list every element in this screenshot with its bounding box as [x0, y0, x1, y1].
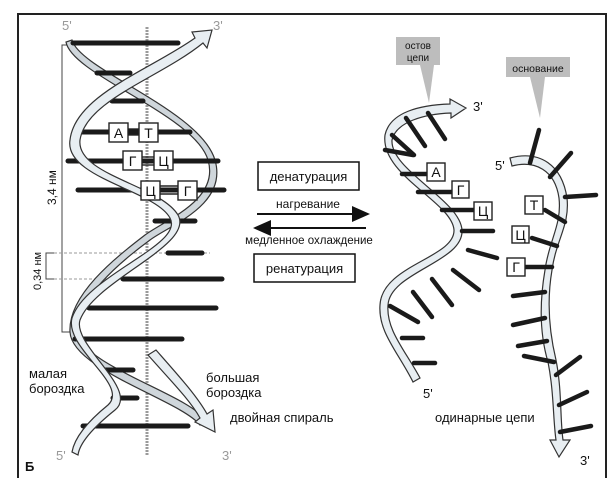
base-stick: [556, 389, 590, 408]
heating-label: нагревание: [276, 197, 340, 211]
renaturation-label: ренатурация: [266, 261, 343, 276]
base-tag-label: основание: [512, 63, 564, 75]
strand-1-base-g-label: Г: [457, 182, 465, 198]
helix-3prime-bottom: 3': [222, 448, 232, 463]
base-stick: [547, 150, 574, 180]
strand-1: А Г Ц 3' 5': [379, 97, 500, 401]
base-t-label: Т: [144, 125, 153, 141]
strand-1-3prime: 3': [473, 99, 483, 114]
base-g2: [177, 180, 198, 201]
major-groove-label-2: бороздка: [206, 385, 262, 400]
base-stick: [510, 289, 548, 299]
rise-bracket: [45, 252, 54, 280]
strand-1-base-c-label: Ц: [478, 203, 489, 219]
helix-strand-front: [69, 29, 213, 456]
minor-groove-label-2: бороздка: [29, 381, 85, 396]
backbone-tag-line1: остов: [405, 41, 431, 52]
major-groove-label-1: большая: [206, 370, 259, 385]
double-helix-caption: двойная спираль: [230, 410, 334, 425]
single-strands: остов цепи основание А: [379, 37, 599, 468]
base-stick: [410, 289, 435, 320]
base-stick: [403, 115, 428, 149]
base-g: [122, 150, 143, 171]
base-pair-rungs: [65, 40, 227, 429]
pitch-label: 3,4 нм: [45, 170, 59, 205]
base-stick: [450, 267, 482, 293]
base-stick: [527, 127, 542, 166]
strand-2-5prime: 5': [495, 158, 505, 173]
base-stick: [425, 110, 448, 142]
base-stick: [382, 147, 416, 158]
base-stick: [553, 354, 583, 378]
double-helix: А Т Г Ц Ц Г 5' 3' 5' 3' 3,4 нм 0,34 н: [29, 18, 334, 463]
base-stick: [557, 423, 594, 435]
base-g2-label: Г: [184, 183, 192, 199]
base-c2-label: Ц: [145, 183, 156, 199]
renaturation-box: [253, 253, 356, 283]
strand-1-base-c: [473, 201, 493, 221]
backbone-tag-line2: цепи: [407, 53, 429, 64]
pitch-bracket: [61, 44, 72, 333]
base-stick: [429, 276, 455, 308]
rise-label: 0,34 нм: [32, 252, 44, 290]
base-stick: [387, 303, 421, 325]
strand-2-base-g: [506, 257, 526, 277]
base-stick: [389, 132, 417, 158]
process-panel: денатурация нагревание медленное охлажде…: [245, 161, 373, 283]
strand-1-base-a: [426, 162, 446, 182]
helix-strand-lower-arrow: [147, 349, 216, 434]
helix-5prime-bottom: 5': [56, 448, 66, 463]
backbone-tag: остов цепи: [396, 37, 440, 103]
base-stick: [515, 338, 550, 349]
helix-strand-back: [65, 39, 218, 426]
base-stick: [529, 235, 560, 249]
single-strands-caption: одинарные цепи: [435, 410, 535, 425]
strand-2-base-c-label: Ц: [515, 227, 526, 243]
strand-1-backbone: [379, 97, 468, 383]
strand-1-5prime: 5': [423, 386, 433, 401]
strand-2-base-t-label: Т: [530, 197, 539, 213]
strand-2-base-c: [511, 225, 530, 244]
minor-groove-label-1: малая: [29, 366, 67, 381]
helix-3prime-top: 3': [213, 18, 223, 33]
base-c-label: Ц: [158, 153, 169, 169]
base-pair-gc: Г Ц: [122, 150, 174, 171]
strand-2: Т Ц Г 5' 3': [495, 127, 599, 468]
base-a-label: А: [114, 125, 124, 141]
slow-cooling-label: медленное охлаждение: [245, 235, 373, 247]
base-c2: [140, 180, 161, 201]
base-pair-at: А Т: [108, 122, 159, 143]
helix-5prime-top: 5': [62, 18, 72, 33]
base-stick: [521, 353, 557, 365]
strand-2-3prime: 3': [580, 453, 590, 468]
base-g-label: Г: [129, 153, 137, 169]
base-stick: [465, 247, 500, 261]
base-stick: [542, 207, 568, 225]
denaturation-label: денатурация: [270, 169, 348, 184]
panel-label: Б: [25, 459, 34, 474]
strand-1-base-g: [451, 180, 470, 199]
denaturation-box: [257, 161, 360, 191]
strand-1-base-a-label: А: [431, 164, 441, 180]
figure-frame: [17, 13, 607, 478]
strand-2-base-t: [524, 195, 544, 215]
base-c: [153, 150, 174, 171]
base-pair-cg: Ц Г: [140, 180, 198, 201]
base-t: [138, 122, 159, 143]
base-stick: [562, 192, 599, 200]
base-a: [108, 122, 129, 143]
base-stick: [510, 315, 548, 328]
strand-2-base-g-label: Г: [512, 259, 520, 275]
base-tag: основание: [506, 57, 570, 118]
